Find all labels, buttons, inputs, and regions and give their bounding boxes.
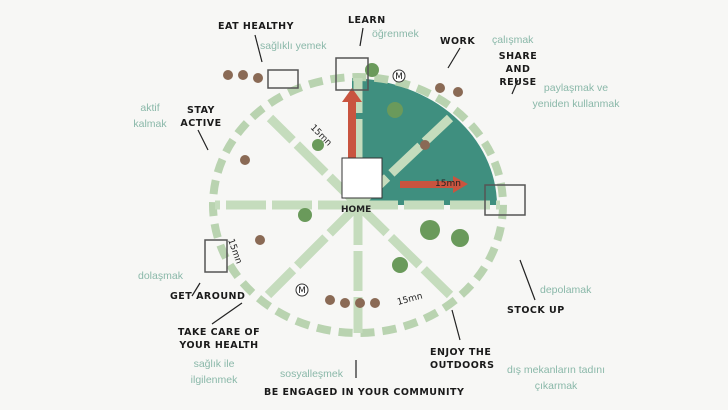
translation-enjoy-the-outdoors: dış mekanların tadını çıkarmak bbox=[506, 364, 606, 392]
translation-work: çalışmak bbox=[492, 34, 534, 46]
label-stock-up: STOCK UP bbox=[507, 305, 565, 316]
translation-stay-active: aktif kalmak bbox=[133, 102, 167, 130]
time-label: 15mn bbox=[435, 179, 461, 189]
neighbourhood-ring bbox=[209, 73, 507, 337]
label-get-around: GET AROUND bbox=[170, 291, 246, 302]
translation-take-care-of-your-health: sağlık ile ilgilenmek bbox=[190, 358, 238, 386]
label-enjoy-the-outdoors: ENJOY THE OUTDOORS bbox=[430, 347, 495, 371]
translation-be-engaged: sosyalleşmek bbox=[280, 368, 344, 380]
translation-get-around: dolaşmak bbox=[138, 270, 183, 282]
label-learn: LEARN bbox=[348, 15, 386, 26]
home-label: HOME bbox=[341, 205, 371, 215]
label-stay-active: STAY ACTIVE bbox=[180, 105, 222, 129]
home-building bbox=[341, 157, 383, 199]
translation-learn: öğrenmek bbox=[372, 28, 419, 40]
metro-icon: M M bbox=[295, 69, 406, 297]
label-work: WORK bbox=[440, 36, 476, 47]
label-be-engaged-in-your-community: BE ENGAGED IN YOUR COMMUNITY bbox=[264, 387, 465, 398]
time-label: 15mn bbox=[225, 238, 243, 266]
svg-text:M: M bbox=[298, 286, 306, 296]
label-take-care-of-your-health: TAKE CARE OF YOUR HEALTH bbox=[177, 327, 261, 351]
pointer-lines bbox=[191, 27, 536, 378]
translation-share-and-reuse: paylaşmak ve yeniden kullanmak bbox=[532, 82, 620, 110]
time-label: 15mn bbox=[396, 292, 424, 308]
people bbox=[223, 70, 463, 308]
translation-eat-healthy: sağlıklı yemek bbox=[260, 40, 327, 52]
label-share-and-reuse: SHARE AND REUSE bbox=[498, 51, 538, 88]
distance-arrows bbox=[342, 88, 468, 193]
building-outlines bbox=[204, 57, 526, 273]
svg-text:M: M bbox=[395, 72, 403, 82]
label-eat-healthy: EAT HEALTHY bbox=[218, 21, 294, 32]
translation-stock-up: depolamak bbox=[540, 284, 592, 296]
